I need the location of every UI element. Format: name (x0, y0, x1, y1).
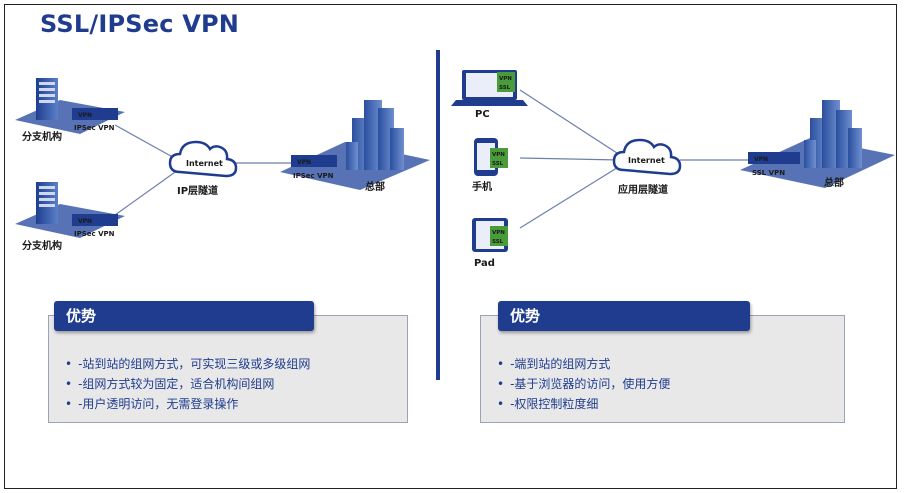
branch1-label: 分支机构 (22, 130, 62, 143)
page-title: SSL/IPSec VPN (40, 10, 240, 38)
building-icon (804, 100, 862, 168)
pc-label: PC (475, 109, 490, 120)
link-pad-cloud (519, 165, 621, 229)
cloud-label: Internet (186, 159, 223, 168)
hq-label: 总部 (824, 176, 844, 189)
cloud-icon (612, 138, 682, 176)
ipsec-vpn-label: IPSec VPN (74, 124, 115, 132)
slide-frame (4, 4, 897, 489)
link-phone-cloud (519, 157, 621, 161)
vpn-tag: VPN (492, 230, 505, 236)
advantages-panel-right: -端到站的组网方式 -基于浏览器的访问，使用方便 -权限控制粒度细 (480, 315, 845, 423)
server-tower-icon (36, 182, 58, 224)
ssl-tag: SSL (492, 239, 504, 245)
branch-office-2: VPN IPSec VPN 分支机构 (15, 182, 125, 252)
ssl-vpn-badge-icon: VPN SSL (490, 226, 508, 246)
advantages-heading-right: 优势 (498, 301, 750, 331)
ssl-tag: SSL (492, 161, 504, 167)
pc-device: VPN SSL PC (451, 70, 528, 120)
headquarters-left: VPN IPSec VPN 总部 (280, 100, 430, 193)
vpn-appliance-icon: VPN (291, 155, 337, 167)
cloud-label: Internet (628, 156, 665, 165)
link-pc-cloud (519, 89, 621, 156)
headquarters-right: VPN SSL VPN 总部 (740, 100, 895, 189)
advantage-item: -站到站的组网方式，可实现三级或多级组网 (65, 354, 310, 374)
link-branch2-cloud (114, 169, 179, 216)
branch-office-1: VPN IPSec VPN 分支机构 (15, 78, 125, 143)
building-icon (346, 100, 404, 170)
advantages-heading-left: 优势 (54, 301, 314, 331)
app-tunnel-label: 应用层隧道 (618, 183, 668, 196)
vpn-tag: VPN (492, 152, 505, 158)
advantage-item: -基于浏览器的访问，使用方便 (497, 374, 670, 394)
vpn-appliance-icon: VPN (748, 152, 800, 164)
vpn-tag: VPN (297, 159, 311, 166)
ipsec-vpn-label: IPSec VPN (74, 230, 115, 238)
hq-label: 总部 (365, 180, 385, 193)
ip-tunnel-label: IP层隧道 (177, 184, 218, 197)
laptop-icon (451, 70, 528, 106)
advantage-item: -端到站的组网方式 (497, 354, 670, 374)
vpn-tag: VPN (78, 112, 92, 119)
vpn-tag: VPN (499, 76, 512, 82)
left-links (114, 124, 295, 216)
advantages-panel-left: -站到站的组网方式，可实现三级或多级组网 -组网方式较为固定，适合机构间组网 -… (48, 315, 408, 423)
link-branch1-cloud (114, 124, 179, 161)
section-divider (436, 50, 440, 380)
vpn-tag: VPN (754, 156, 768, 163)
advantage-item: -用户透明访问，无需登录操作 (65, 394, 310, 414)
advantages-list-right: -端到站的组网方式 -基于浏览器的访问，使用方便 -权限控制粒度细 (497, 354, 670, 414)
internet-cloud-right: Internet 应用层隧道 (612, 138, 682, 196)
branch2-label: 分支机构 (22, 239, 62, 252)
ssl-tag: SSL (499, 85, 511, 91)
right-links (519, 89, 755, 229)
ssl-vpn-badge-icon: VPN SSL (497, 72, 515, 92)
phone-device: VPN SSL 手机 (472, 138, 508, 193)
ipsec-vpn-label: IPSec VPN (293, 172, 334, 180)
vpn-appliance-icon: VPN (72, 214, 118, 226)
ssl-vpn-badge-icon: VPN SSL (490, 148, 508, 168)
advantage-item: -组网方式较为固定，适合机构间组网 (65, 374, 310, 394)
advantages-list-left: -站到站的组网方式，可实现三级或多级组网 -组网方式较为固定，适合机构间组网 -… (65, 354, 310, 414)
phone-label: 手机 (472, 180, 492, 193)
cloud-icon (168, 140, 238, 178)
pad-label: Pad (474, 258, 495, 269)
server-tower-icon (36, 78, 58, 120)
internet-cloud-left: Internet IP层隧道 (168, 140, 238, 197)
ssl-vpn-label: SSL VPN (752, 169, 785, 177)
advantage-item: -权限控制粒度细 (497, 394, 670, 414)
vpn-tag: VPN (78, 218, 92, 225)
pad-device: VPN SSL Pad (472, 218, 508, 269)
vpn-appliance-icon: VPN (72, 108, 118, 120)
